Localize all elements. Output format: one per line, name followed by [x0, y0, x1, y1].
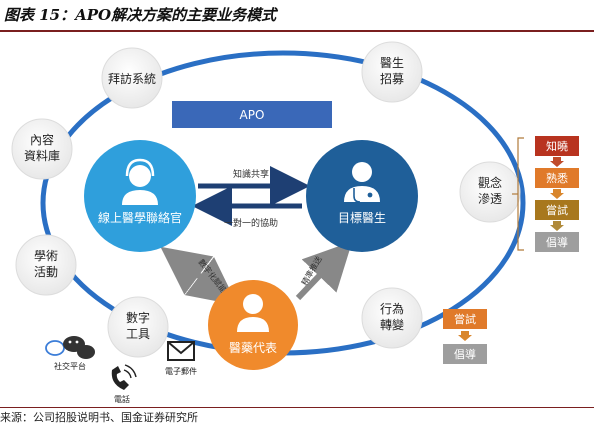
online-consultant-label: 線上醫學聯絡官 — [98, 210, 182, 225]
concept-penetration-label-line2: 滲透 — [478, 192, 502, 206]
content-library-label-line1: 內容 — [30, 132, 54, 147]
headset-person-icon — [122, 158, 158, 205]
ring-node-concept-penetration: 觀念 滲透 — [459, 161, 521, 223]
academic-label-line1: 學術 — [34, 249, 58, 263]
chat-bubbles-icon — [45, 336, 95, 359]
doctor-recruit-label-line2: 招募 — [380, 72, 404, 86]
knowledge-share-arrow: 知識共享 — [198, 166, 310, 206]
ring-node-doctor-recruit: 醫生 招募 — [361, 41, 423, 103]
down-arrow-icon — [550, 221, 564, 231]
ring-node-digital-tools: 數字 工具 — [107, 296, 169, 358]
funnel-step-advocacy: 倡導 — [535, 232, 579, 252]
ring-node-content-library: 內容 資料庫 — [11, 118, 73, 180]
phone-tool: 電話 — [111, 364, 137, 404]
ring-node-visit-system: 拜訪系統 — [101, 47, 163, 109]
digital-tools-label-line2: 工具 — [126, 327, 150, 341]
knowledge-share-label: 知識共享 — [233, 168, 269, 180]
person-icon — [237, 294, 269, 332]
funnel-bracket — [512, 137, 524, 251]
behavior-change-label-line2: 轉變 — [380, 317, 404, 332]
social-platform-label: 社交平台 — [54, 361, 86, 371]
one-to-one-label: 一對一的協助 — [224, 217, 278, 229]
content-library-label-line2: 資料庫 — [24, 149, 60, 163]
behavior-step-advocacy: 倡導 — [443, 344, 487, 364]
funnel-step-1-label: 知曉 — [546, 139, 568, 153]
ring-node-academic: 學術 活動 — [15, 234, 77, 296]
precise-promo-arrow: 精準推送 — [295, 241, 353, 301]
doctor-recruit-label-line1: 醫生 — [380, 56, 404, 70]
ring-node-behavior-change: 行為 轉變 — [361, 287, 423, 349]
one-to-one-arrow: 一對一的協助 — [192, 186, 302, 229]
concept-penetration-label-line1: 觀念 — [478, 175, 502, 190]
visit-system-label: 拜訪系統 — [108, 71, 156, 86]
medical-rep-label: 醫藥代表 — [229, 341, 277, 355]
apo-label: APO — [240, 108, 265, 122]
target-doctor-label: 目標醫生 — [338, 211, 386, 225]
funnel-step-4-label: 倡導 — [546, 235, 568, 249]
source-divider — [0, 407, 594, 408]
down-arrow-icon — [550, 157, 564, 167]
behavior-change-label-line1: 行為 — [380, 302, 404, 316]
funnel-step-trial: 嘗試 — [535, 200, 579, 220]
funnel-step-2-label: 熟悉 — [546, 171, 568, 185]
title-divider — [0, 30, 594, 32]
social-platform-tool: 社交平台 — [45, 336, 95, 371]
apo-bar: APO — [172, 101, 332, 128]
figure-title: 图表 15：APO解决方案的主要业务模式 — [4, 6, 277, 24]
source-note: 来源：公司招股说明书、国金证券研究所 — [0, 411, 198, 424]
funnel-step-awareness: 知曉 — [535, 136, 579, 156]
down-arrow-icon — [550, 189, 564, 199]
funnel-step-familiarity: 熟悉 — [535, 168, 579, 188]
doctor-stethoscope-icon — [344, 162, 380, 203]
phone-icon — [111, 364, 137, 390]
digital-tools-label-line1: 數字 — [126, 310, 150, 325]
email-label: 電子郵件 — [165, 366, 197, 376]
behavior-step-trial: 嘗試 — [443, 309, 487, 329]
down-arrow-icon — [458, 331, 472, 341]
online-consultant-hub: 線上醫學聯絡官 — [84, 140, 196, 252]
funnel-step-3-label: 嘗試 — [546, 203, 568, 217]
envelope-icon — [167, 341, 195, 361]
academic-label-line2: 活動 — [34, 265, 58, 279]
behavior-step-2-label: 倡導 — [454, 347, 476, 361]
email-tool: 電子郵件 — [165, 341, 197, 376]
target-doctor-hub: 目標醫生 — [306, 140, 418, 252]
behavior-step-1-label: 嘗試 — [454, 312, 476, 326]
digital-empower-arrow: 數字化賦能 — [160, 246, 238, 306]
phone-label: 電話 — [114, 394, 130, 404]
medical-rep-hub: 醫藥代表 — [208, 280, 298, 370]
